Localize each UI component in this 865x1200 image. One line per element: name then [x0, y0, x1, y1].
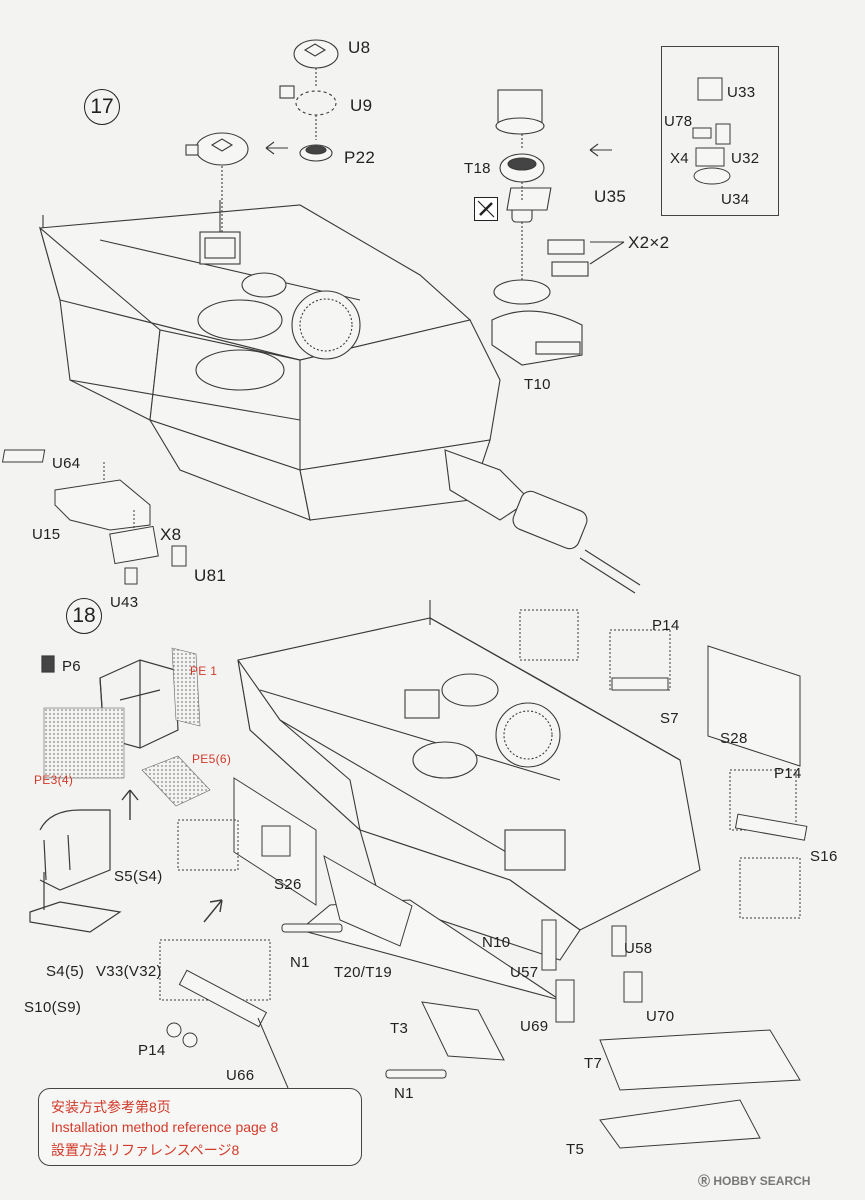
label-x2x2: X2×2 — [628, 233, 670, 252]
commander-hatch-parts — [185, 39, 339, 232]
diag-arrow — [203, 899, 223, 923]
label-u8: U8 — [348, 38, 371, 57]
inset-parts — [692, 77, 731, 185]
label-u9: U9 — [350, 96, 373, 115]
mesh-pe3 — [43, 707, 125, 779]
label-p14-right: P14 — [774, 765, 802, 782]
label-u32: U32 — [731, 150, 760, 167]
label-u81: U81 — [194, 566, 227, 585]
step-17-number: 17 — [84, 89, 120, 125]
label-u70: U70 — [646, 1008, 675, 1025]
label-x8: X8 — [160, 525, 182, 544]
label-p6: P6 — [62, 658, 81, 675]
label-u33: U33 — [727, 84, 756, 101]
hull-lower — [237, 600, 701, 1001]
label-pe3-4: PE3(4) — [34, 773, 74, 787]
inset-frame — [661, 46, 779, 216]
label-t10: T10 — [524, 376, 551, 393]
label-t7: T7 — [584, 1055, 603, 1072]
label-u34: U34 — [721, 191, 750, 208]
turret-upper — [38, 200, 641, 594]
label-u43: U43 — [110, 594, 139, 611]
label-n1-bottom: N1 — [394, 1085, 414, 1102]
label-u35: U35 — [594, 187, 627, 206]
up-arrow — [121, 789, 139, 820]
side-frame-parts — [29, 655, 179, 933]
stowage-bin-parts — [1, 449, 187, 585]
installation-note: 安装方式参考第8页 Installation method reference … — [38, 1088, 362, 1166]
label-n10: N10 — [482, 934, 511, 951]
label-x4: X4 — [670, 150, 689, 167]
label-t5: T5 — [566, 1141, 585, 1158]
label-t20-t19: T20/T19 — [334, 964, 392, 981]
label-s5-s4: S5(S4) — [114, 868, 163, 885]
label-s26: S26 — [274, 876, 302, 893]
label-u78: U78 — [664, 113, 693, 130]
label-u58: U58 — [624, 940, 653, 957]
label-s4-5: S4(5) — [46, 963, 85, 980]
note-english: Installation method reference page 8 — [51, 1119, 279, 1135]
label-u64: U64 — [52, 455, 81, 472]
mesh-pe1 — [171, 647, 201, 727]
label-u69: U69 — [520, 1018, 549, 1035]
label-u15: U15 — [32, 526, 61, 543]
label-s7: S7 — [660, 710, 679, 727]
sight-assembly-parts — [491, 89, 625, 366]
leader-u66 — [257, 1017, 289, 1089]
mesh-pe5 — [141, 755, 211, 807]
note-chinese: 安装方式参考第8页 — [51, 1099, 171, 1115]
label-s16: S16 — [810, 848, 838, 865]
label-p22: P22 — [344, 148, 376, 167]
note-japanese: 設置方法リファレンスページ8 — [51, 1142, 240, 1158]
label-n1-left: N1 — [290, 954, 310, 971]
label-pe5-6: PE5(6) — [192, 752, 232, 766]
watermark: Ⓡ HOBBY SEARCH — [698, 1174, 811, 1188]
suspension-strips — [159, 609, 808, 1079]
label-t18: T18 — [464, 160, 491, 177]
no-glue-icon — [474, 197, 498, 221]
step-18-number: 18 — [66, 598, 102, 634]
label-u57: U57 — [510, 964, 539, 981]
label-u66: U66 — [226, 1067, 255, 1084]
label-v33-v32: V33(V32) — [96, 963, 162, 980]
label-p14-bottom: P14 — [138, 1042, 166, 1059]
label-pe1: PE 1 — [190, 664, 218, 678]
label-p14-top: P14 — [652, 617, 680, 634]
label-s28: S28 — [720, 730, 748, 747]
label-s10-s9: S10(S9) — [24, 999, 82, 1016]
label-t3: T3 — [390, 1020, 409, 1037]
